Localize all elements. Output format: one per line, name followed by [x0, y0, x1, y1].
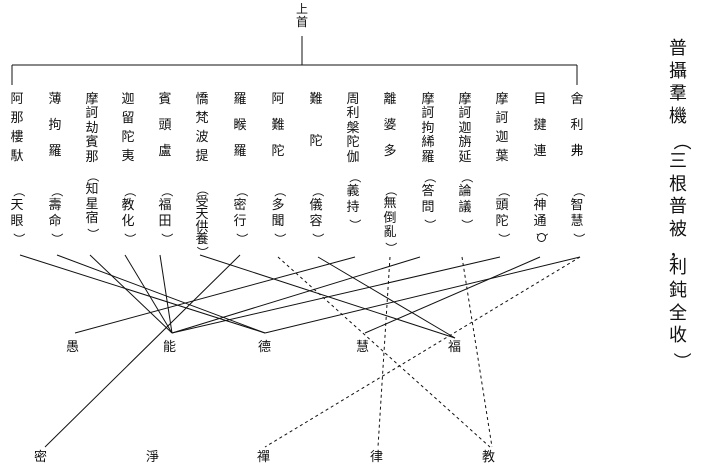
virtue-fu: 福	[448, 340, 462, 355]
disciple-note: （教化）	[121, 184, 137, 245]
disciple-mohejiaye: 摩訶迦葉 （頭陀）	[495, 92, 511, 247]
line-lipoduo-neng	[171, 256, 421, 334]
practice-jiao: 教	[482, 450, 496, 465]
disciple-anlouduo: 阿那樓馱 （天眼）	[10, 92, 26, 247]
disciple-jialiutuoyi: 迦留陀夷 （教化）	[121, 92, 137, 247]
line-mohejiaye-neng	[171, 256, 501, 334]
disciple-name: 難陀	[309, 92, 323, 149]
disciple-note: （義持）	[346, 170, 362, 231]
line-shelifu-chan	[264, 256, 581, 448]
title-char: 普	[669, 196, 687, 218]
disciple-name: 阿難陀	[271, 92, 285, 159]
disciple-note: （受天供養）	[195, 183, 210, 259]
disciple-name: 周利槃陀伽	[346, 92, 360, 165]
title-char: 普	[669, 38, 687, 59]
practice-mi: 密	[34, 450, 48, 465]
virtue-hui: 慧	[356, 340, 370, 355]
disciple-name: 憍梵波提	[195, 92, 209, 164]
line-jialiutuoyi-neng	[124, 254, 173, 334]
disciple-shelifu: 舍利弗 （智慧）	[570, 92, 586, 247]
disciple-name: 薄拘羅	[48, 92, 62, 159]
virtue-de: 德	[258, 340, 272, 355]
disciple-name: 摩訶劫賓那	[85, 92, 99, 165]
title-char: 羣	[669, 83, 687, 105]
disciple-note: （儀容）	[309, 184, 325, 245]
disciple-bojuluo: 薄拘羅 （壽命）	[48, 92, 64, 247]
line-luohouluo-mi	[44, 254, 241, 448]
top-label-char: 上首	[295, 2, 308, 29]
title-char: ，	[669, 241, 687, 263]
disciple-mohejuchiluo: 摩訶拘絺羅 （答問）	[421, 92, 437, 233]
disciple-jiaofanboti: 憍梵波提 （受天供養）	[195, 93, 209, 259]
title-char: （	[670, 132, 692, 151]
diagram-title: 普攝羣機（三根普被，利鈍全收）	[667, 38, 692, 372]
practice-jing: 淨	[146, 450, 160, 465]
line-mohejiebinna-neng	[89, 254, 173, 334]
line-zhoulipantuojia-yu	[74, 256, 356, 334]
line-mohejuchiluo-lv	[377, 256, 391, 448]
line-bojuluo-de	[56, 254, 266, 334]
disciple-note: （福田）	[158, 184, 174, 245]
top-label: 上首	[294, 3, 310, 28]
disciple-name: 賓頭盧	[158, 92, 172, 159]
line-mohejiazhanyan-jiao	[461, 256, 493, 448]
disciple-lipoduo: 離婆多 （無倒亂）	[383, 92, 399, 255]
practice-chan: 禪	[257, 450, 271, 465]
disciple-note: （天眼）	[10, 184, 26, 245]
disciple-note: （密行）	[233, 184, 249, 245]
disciple-name: 目揵連	[533, 92, 547, 159]
practice-lv: 律	[370, 450, 384, 465]
title-char: 收	[669, 325, 687, 347]
disciple-anantuo: 阿難陀 （多聞）	[271, 92, 287, 247]
disciple-name: 摩訶拘絺羅	[421, 92, 435, 165]
disciple-note: （智慧）	[570, 184, 586, 245]
virtue-neng: 能	[163, 340, 177, 355]
line-anlouduo-de	[19, 254, 266, 334]
disciple-note: （多聞）	[271, 184, 287, 245]
disciple-zhoulipantuojia: 周利槃陀伽 （義持）	[346, 92, 362, 233]
disciple-note: （神通）	[533, 184, 549, 245]
disciple-note: （論議）	[458, 170, 474, 231]
disciple-name: 迦留陀夷	[121, 92, 135, 164]
disciple-name: 羅睺羅	[233, 92, 247, 159]
title-char: 根	[669, 173, 687, 195]
disciple-bintoulu: 賓頭盧 （福田）	[158, 92, 174, 247]
disciple-note: （無倒亂）	[383, 184, 399, 254]
disciple-note: （頭陀）	[495, 184, 511, 245]
line-mujianlian-hui	[364, 256, 541, 334]
disciple-name: 摩訶迦旃延	[458, 92, 472, 165]
line-bintoulu-neng	[159, 254, 173, 334]
title-char: 被	[669, 218, 687, 240]
disciple-name: 離婆多	[383, 92, 397, 159]
title-char: 攝	[669, 60, 687, 82]
title-char: 機	[669, 105, 687, 127]
title-char: 全	[669, 302, 687, 324]
title-char: 鈍	[669, 279, 687, 301]
disciple-name: 摩訶迦葉	[495, 92, 509, 164]
line-shelifu-de	[264, 256, 581, 334]
title-char: 利	[669, 257, 687, 279]
disciple-note: （知星宿）	[85, 170, 101, 240]
title-char: ）	[670, 352, 692, 371]
disciple-note: （答問）	[421, 170, 437, 231]
disciple-luohouluo: 羅睺羅 （密行）	[233, 92, 249, 247]
disciple-mohejiebinna: 摩訶劫賓那 （知星宿）	[85, 92, 101, 241]
circle-mark	[537, 233, 546, 242]
disciple-mohejiazhanyan: 摩訶迦旃延 （論議）	[458, 92, 474, 233]
disciple-mujianlian: 目揵連 （神通）	[533, 92, 549, 247]
disciple-nantuo: 難陀 （儀容）	[309, 92, 325, 247]
disciple-name: 阿那樓馱	[10, 92, 24, 164]
virtue-yu: 愚	[66, 340, 80, 355]
disciple-name: 舍利弗	[570, 92, 584, 159]
line-nantuo-fu	[317, 256, 456, 339]
title-char: 三	[669, 150, 687, 172]
disciple-note: （壽命）	[48, 184, 64, 245]
